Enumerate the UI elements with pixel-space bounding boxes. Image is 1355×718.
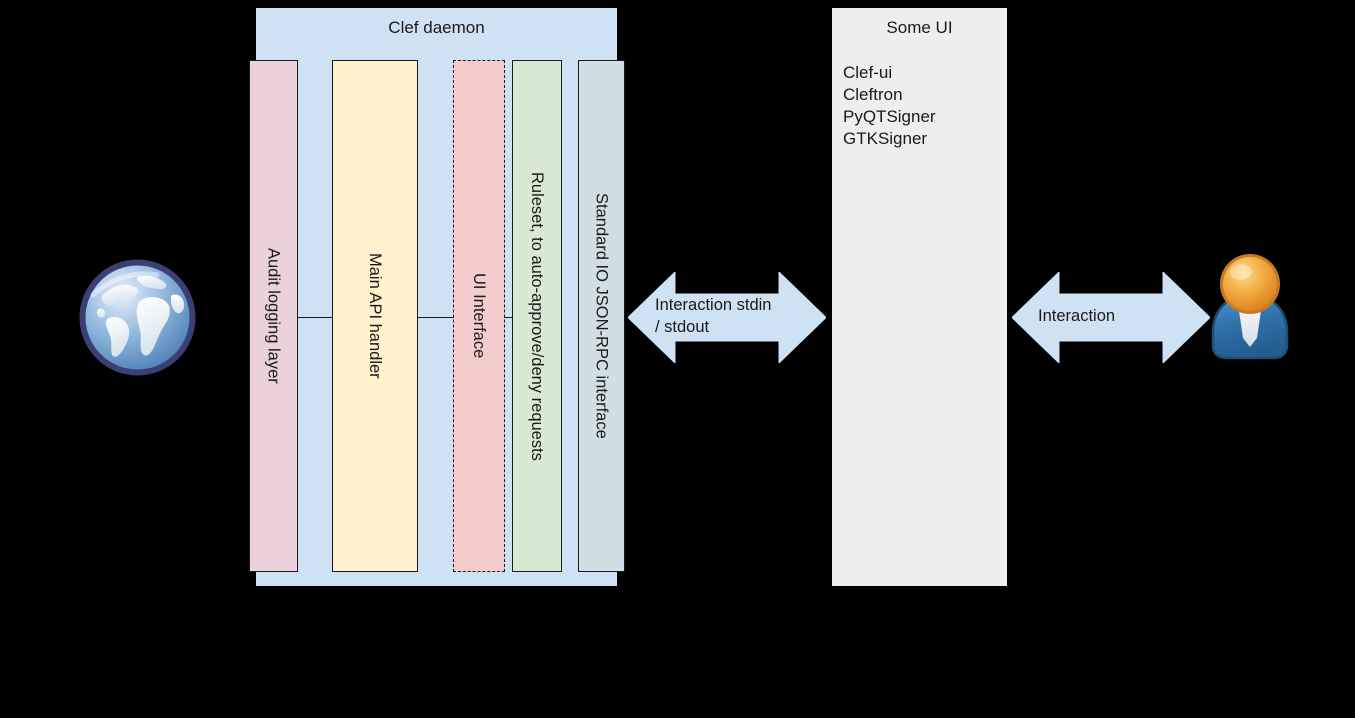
user-icon xyxy=(1207,250,1293,362)
column-ui-interface[interactable]: UI Interface xyxy=(453,60,505,572)
column-ruleset[interactable]: Ruleset, to auto-approve/deny requests xyxy=(512,60,562,572)
some-ui-panel xyxy=(832,8,1007,586)
column-audit-logging-layer[interactable]: Audit logging layer xyxy=(249,60,298,572)
column-main-api-handler[interactable]: Main API handler xyxy=(332,60,418,572)
column-standard-io-jsonrpc-interface[interactable]: Standard IO JSON-RPC interface xyxy=(578,60,625,572)
column-label: UI Interface xyxy=(470,273,488,359)
list-item: GTKSigner xyxy=(843,129,928,148)
clef-daemon-container xyxy=(256,8,617,586)
connector-audit-to-api xyxy=(297,317,333,318)
some-ui-title: Some UI xyxy=(886,18,953,37)
column-label: Ruleset, to auto-approve/deny requests xyxy=(528,171,546,461)
globe-icon xyxy=(75,255,200,380)
connector-ui-to-ruleset xyxy=(504,317,513,318)
some-ui-list: Clef-ui Cleftron PyQTSigner GTKSigner xyxy=(843,62,936,150)
list-item: Clef-ui xyxy=(843,63,893,82)
interaction-arrow xyxy=(1012,272,1210,363)
column-label: Audit logging layer xyxy=(264,248,283,384)
column-label: Main API handler xyxy=(366,253,384,379)
stdio-arrow xyxy=(628,272,826,363)
stdio-arrow-label: Interaction stdin / stdout xyxy=(655,296,772,336)
interaction-arrow-label: Interaction xyxy=(1038,307,1116,325)
connector-api-to-ui xyxy=(417,317,454,318)
list-item: Cleftron xyxy=(843,85,903,104)
clef-daemon-title: Clef daemon xyxy=(388,18,485,37)
column-label: Standard IO JSON-RPC interface xyxy=(592,193,611,439)
list-item: PyQTSigner xyxy=(843,107,936,126)
